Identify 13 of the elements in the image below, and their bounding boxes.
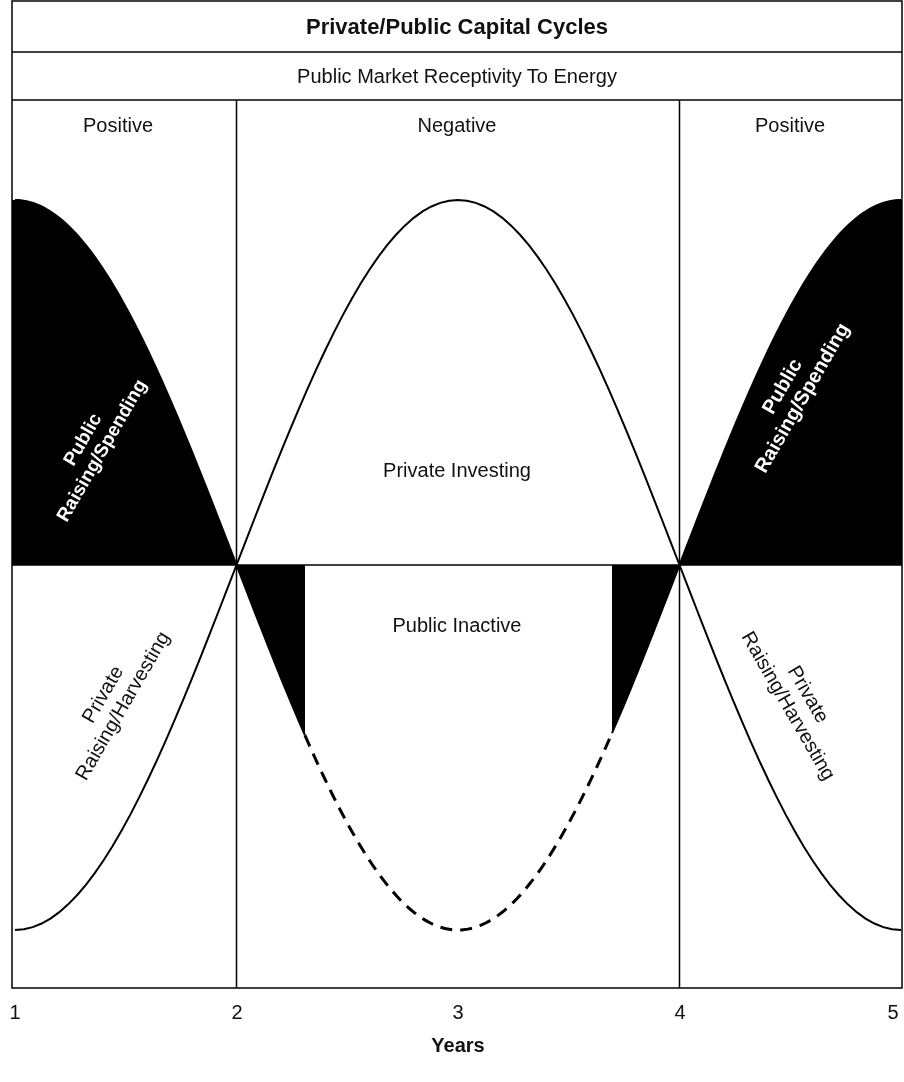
axis-tick-label: 1 bbox=[8, 1000, 22, 1024]
phase-label: Positive bbox=[82, 113, 154, 137]
axis-tick-label: 4 bbox=[673, 1000, 687, 1024]
axis-title: Years bbox=[430, 1033, 486, 1057]
chart-title: Private/Public Capital Cycles bbox=[305, 14, 609, 40]
phase-label: Positive bbox=[754, 113, 826, 137]
phase-label: Negative bbox=[416, 113, 498, 137]
region-label: Private Investing bbox=[382, 458, 532, 482]
region-label: Public Inactive bbox=[391, 613, 523, 637]
axis-tick-label: 2 bbox=[230, 1000, 244, 1024]
axis-tick-label: 5 bbox=[886, 1000, 900, 1024]
subtitle: Public Market Receptivity To Energy bbox=[296, 64, 618, 88]
axis-tick-label: 3 bbox=[451, 1000, 465, 1024]
